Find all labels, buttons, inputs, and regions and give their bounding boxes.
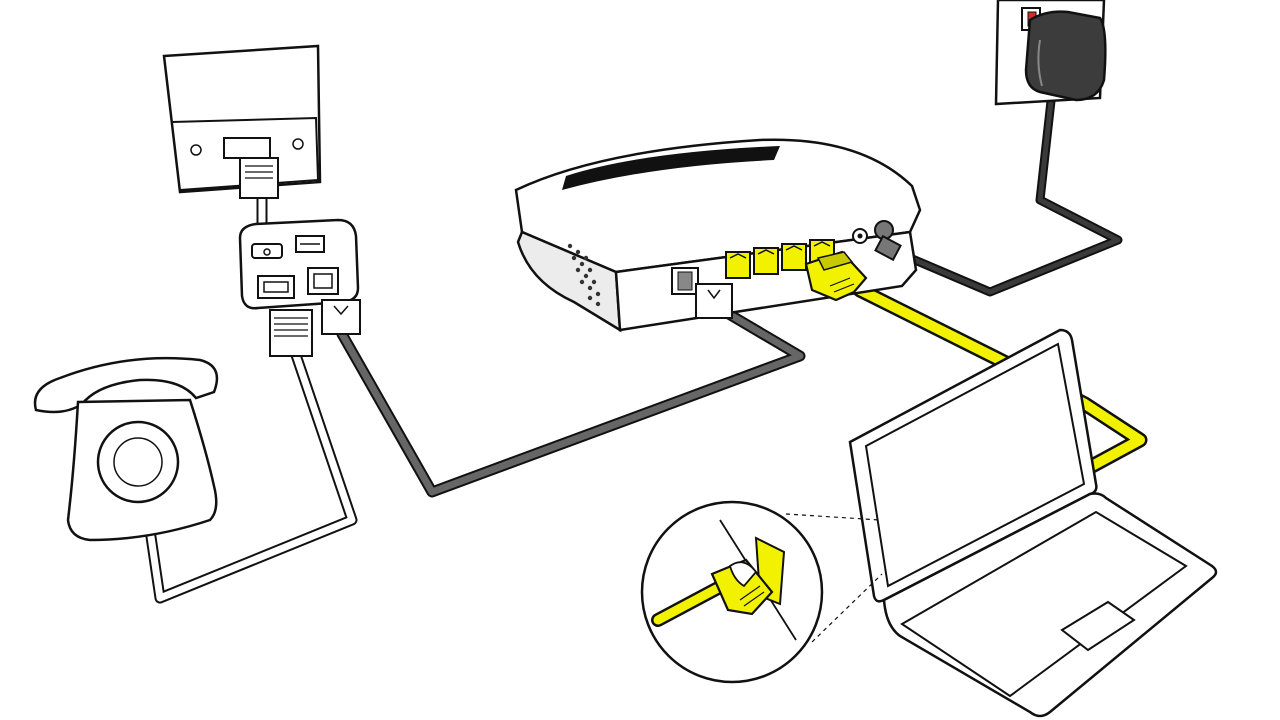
- rj11-plug-icon: [695, 283, 733, 319]
- screw-icon: [292, 138, 304, 150]
- rj11-plug-icon: [269, 309, 313, 357]
- wall-phone-socket: [162, 44, 322, 199]
- laptop: [848, 328, 1218, 718]
- rj11-plug-icon: [239, 157, 279, 199]
- laptop-keyboard: [900, 510, 1188, 698]
- rj45-plug-icon: [710, 558, 774, 616]
- screw-icon: [190, 144, 202, 156]
- adsl-microfilter: [238, 218, 361, 357]
- vent-holes: [567, 243, 601, 307]
- port-label-icon: [295, 235, 325, 253]
- dsl-cable: [336, 304, 806, 498]
- laptop-screen: [864, 342, 1086, 588]
- power-adapter: [1024, 10, 1107, 102]
- router-top-vent: [562, 146, 780, 190]
- ethernet-plug-closeup: [640, 500, 883, 684]
- telephone-symbol-icon: [251, 243, 283, 259]
- phone-cord-cable: [144, 349, 358, 604]
- telephone: [33, 356, 219, 542]
- rj11-plug-icon: [321, 299, 361, 335]
- ethernet-cable: [852, 282, 1148, 474]
- router: [514, 138, 922, 333]
- laptop-trackpad: [1060, 600, 1136, 652]
- power-cable: [891, 87, 1123, 297]
- rj45-plug-icon: [804, 250, 868, 302]
- dc-plug-icon: [874, 234, 902, 262]
